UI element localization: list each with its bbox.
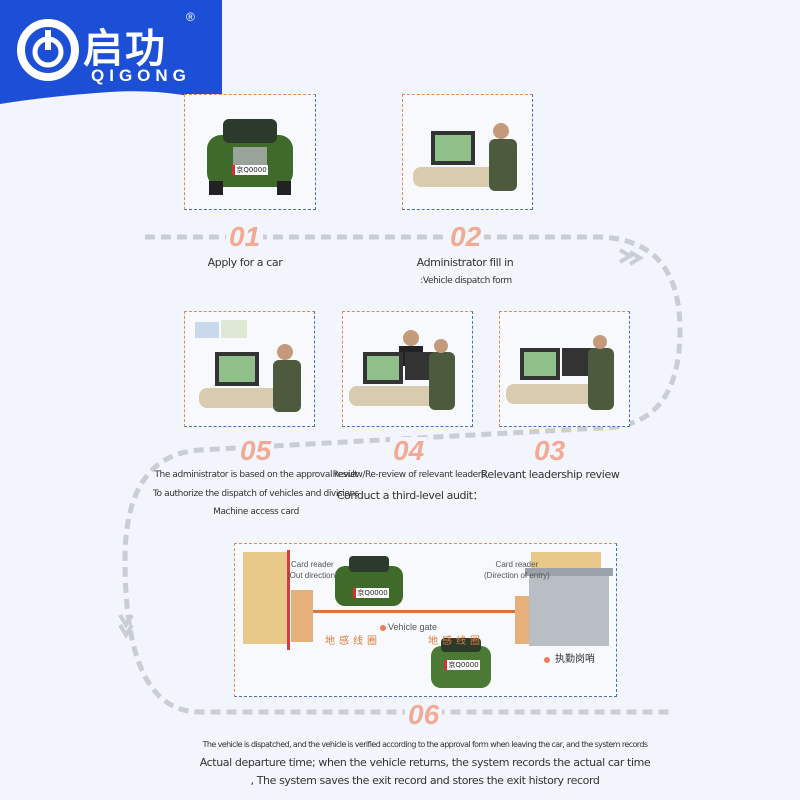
step-01-label: Apply for a car	[207, 256, 283, 269]
card-reader-in-line1: Card reader	[495, 560, 539, 569]
gate-scene-illustration	[243, 550, 613, 688]
step-number-06: 06	[405, 701, 443, 729]
car-out-icon	[335, 556, 403, 606]
step-06-label-line2: Actual departure time; when the vehicle …	[199, 756, 651, 769]
gate-scene-card	[234, 543, 617, 697]
step-02-label-line1: Administrator fill in	[416, 256, 514, 269]
step-05-label-line2: To authorize the dispatch of vehicles an…	[152, 489, 360, 499]
step-02-image-card	[402, 94, 533, 210]
step-05-label-line3: Machine access card	[213, 507, 299, 517]
step-number-03: 03	[531, 437, 569, 465]
step-04-label-line2: Conduct a third-level audit：	[336, 489, 484, 502]
step-03-image-card	[499, 311, 630, 427]
step-number-02: 02	[447, 223, 485, 251]
step-04-image-card	[342, 311, 473, 427]
registered-mark: ®	[186, 10, 195, 24]
ground-sense-coil-right: 地感线圈	[428, 636, 484, 647]
card-reader-out-label: Card reader (Out direction)	[287, 559, 338, 581]
card-reader-out-line2: (Out direction)	[287, 571, 338, 580]
license-plate-car-in: 京Q0000	[444, 660, 480, 670]
leadership-review-icon	[506, 335, 614, 410]
step-number-04: 04	[390, 437, 428, 465]
card-reader-out-line1: Card reader	[291, 560, 334, 569]
logo-brand-en: QIGONG	[91, 66, 191, 85]
logo-brand-cn: 启功	[83, 26, 167, 72]
administrator-issuing-card-icon	[195, 320, 301, 412]
step-number-01: 01	[226, 223, 264, 251]
vehicle-gate-label: Vehicle gate	[388, 622, 438, 632]
step-06-label-line3: , The system saves the exit record and s…	[250, 774, 600, 787]
card-reader-in-line2: (Direction of entry)	[484, 571, 550, 580]
step-01-image-card	[184, 94, 316, 210]
step-05-image-card	[184, 311, 315, 427]
step-03-label: Relevant leadership review	[480, 468, 620, 481]
step-04-label-line1: Review/Re-review of relevant leaders	[332, 470, 486, 480]
car-front-icon	[207, 119, 293, 195]
card-reader-in-label: Card reader (Direction of entry)	[484, 559, 550, 581]
leaders-audit-icon	[349, 330, 455, 410]
brand-logo: 启功 QIGONG ®	[0, 0, 230, 110]
administrator-at-computer-icon	[413, 123, 517, 191]
license-plate-car-out: 京Q0000	[353, 588, 389, 598]
step-06-label-line1: The vehicle is dispatched, and the vehic…	[202, 740, 648, 749]
ground-sense-coil-left: 地感线圈	[325, 636, 381, 647]
license-plate-step-01-car: 京Q0000	[232, 165, 268, 175]
step-number-05: 05	[237, 437, 275, 465]
step-02-label-line2: :Vehicle dispatch form	[420, 276, 512, 286]
step-05-label-line1: The administrator is based on the approv…	[154, 470, 358, 480]
guard-post-label: 执勤岗哨	[555, 654, 595, 665]
